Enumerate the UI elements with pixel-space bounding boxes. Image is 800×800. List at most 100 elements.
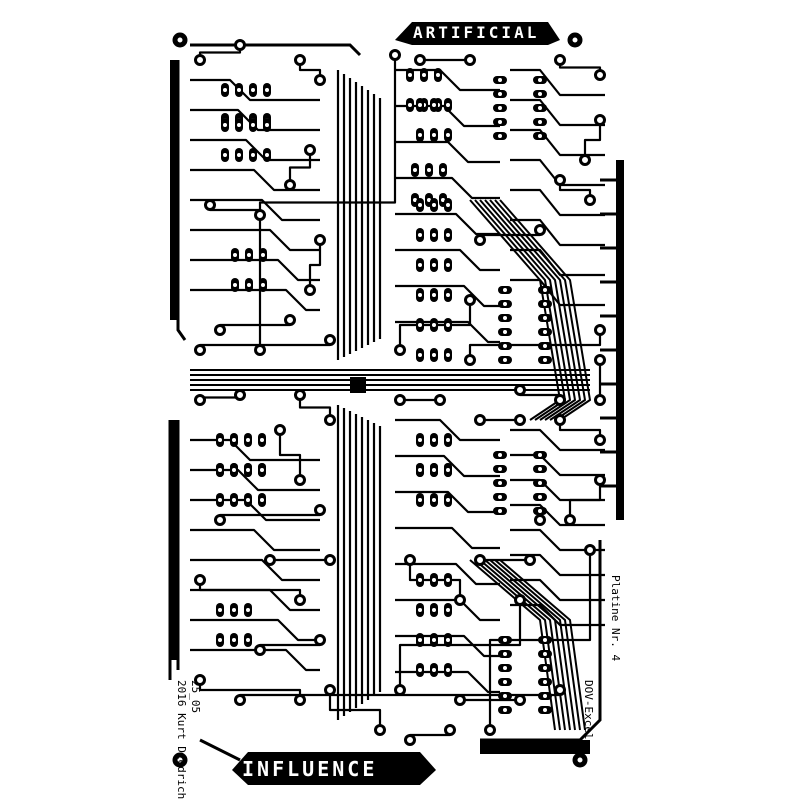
pad	[214, 514, 226, 526]
ic-chip	[416, 463, 452, 507]
left-pour-bottom	[170, 420, 178, 660]
trace	[288, 150, 312, 185]
pad	[234, 389, 246, 401]
trace	[489, 199, 581, 421]
left-pour-top	[170, 60, 178, 320]
trace	[484, 199, 576, 421]
trace	[190, 468, 320, 492]
trace	[395, 562, 500, 586]
pad	[554, 684, 566, 696]
pad	[294, 594, 306, 606]
pad	[324, 554, 336, 566]
pad	[314, 504, 326, 516]
pad	[404, 554, 416, 566]
trace	[190, 558, 320, 582]
pad	[304, 144, 316, 156]
board-label: Platine Nr. 4	[609, 575, 622, 661]
pad	[434, 394, 446, 406]
pad	[514, 384, 526, 396]
pad	[554, 54, 566, 66]
trace	[583, 120, 602, 160]
pad	[314, 234, 326, 246]
pad	[444, 724, 456, 736]
trace	[510, 428, 605, 452]
trace	[395, 68, 500, 92]
pad	[324, 334, 336, 346]
mount-hole-top-left	[172, 32, 188, 48]
pad	[554, 394, 566, 406]
pad	[594, 324, 606, 336]
ic-chip	[416, 98, 452, 142]
ic-chip	[498, 636, 552, 714]
trace	[328, 690, 382, 730]
trace	[510, 453, 605, 477]
ic-chip	[498, 286, 552, 364]
pad	[564, 514, 576, 526]
trace	[395, 418, 500, 442]
pad	[414, 54, 426, 66]
trace	[190, 168, 320, 192]
trace	[510, 578, 605, 602]
pad	[294, 694, 306, 706]
pad	[294, 54, 306, 66]
title-top: ARTIFICIAL	[413, 23, 539, 42]
pad	[404, 734, 416, 746]
trace	[190, 648, 320, 672]
pad	[464, 294, 476, 306]
mount-hole-top-right	[567, 32, 583, 48]
pad	[314, 634, 326, 646]
ic-chip	[231, 248, 267, 292]
trace	[510, 98, 605, 127]
pad	[194, 394, 206, 406]
trace	[308, 240, 322, 290]
pad	[389, 49, 401, 61]
trace	[190, 198, 320, 222]
trace	[468, 330, 602, 360]
trace	[190, 108, 320, 132]
pad	[534, 224, 546, 236]
trace	[469, 199, 561, 421]
pad	[304, 284, 316, 296]
trace	[510, 188, 605, 217]
ic-chip	[416, 258, 452, 302]
credit-line-2: 25_05	[189, 680, 202, 713]
pad	[204, 199, 216, 211]
trace	[510, 528, 605, 552]
pad	[514, 414, 526, 426]
trace	[474, 199, 566, 421]
ic-chip	[493, 76, 547, 140]
trace	[395, 454, 500, 478]
pad	[474, 414, 486, 426]
pad	[464, 54, 476, 66]
pad	[294, 474, 306, 486]
trace	[395, 248, 500, 272]
pad	[374, 724, 386, 736]
pad	[194, 344, 206, 356]
pad	[464, 354, 476, 366]
trace	[190, 528, 320, 552]
ic-footprints	[216, 68, 552, 714]
trace	[474, 559, 561, 731]
trace	[510, 503, 605, 527]
ic-chip	[406, 68, 442, 112]
pad	[594, 474, 606, 486]
pad	[514, 594, 526, 606]
pad	[254, 209, 266, 221]
pad	[554, 174, 566, 186]
trace	[395, 140, 500, 164]
trace	[510, 553, 605, 577]
title-banner-bottom: INFLUENCE	[232, 752, 436, 785]
pad	[394, 344, 406, 356]
pad	[594, 394, 606, 406]
mount-hole-bottom-right	[572, 752, 588, 768]
trace	[568, 480, 602, 520]
ic-chip	[416, 318, 452, 362]
ic-chip	[416, 573, 452, 617]
pad	[594, 434, 606, 446]
pad	[194, 674, 206, 686]
trace	[258, 55, 397, 350]
pad	[584, 544, 596, 556]
pad	[524, 554, 536, 566]
trace	[510, 158, 605, 187]
